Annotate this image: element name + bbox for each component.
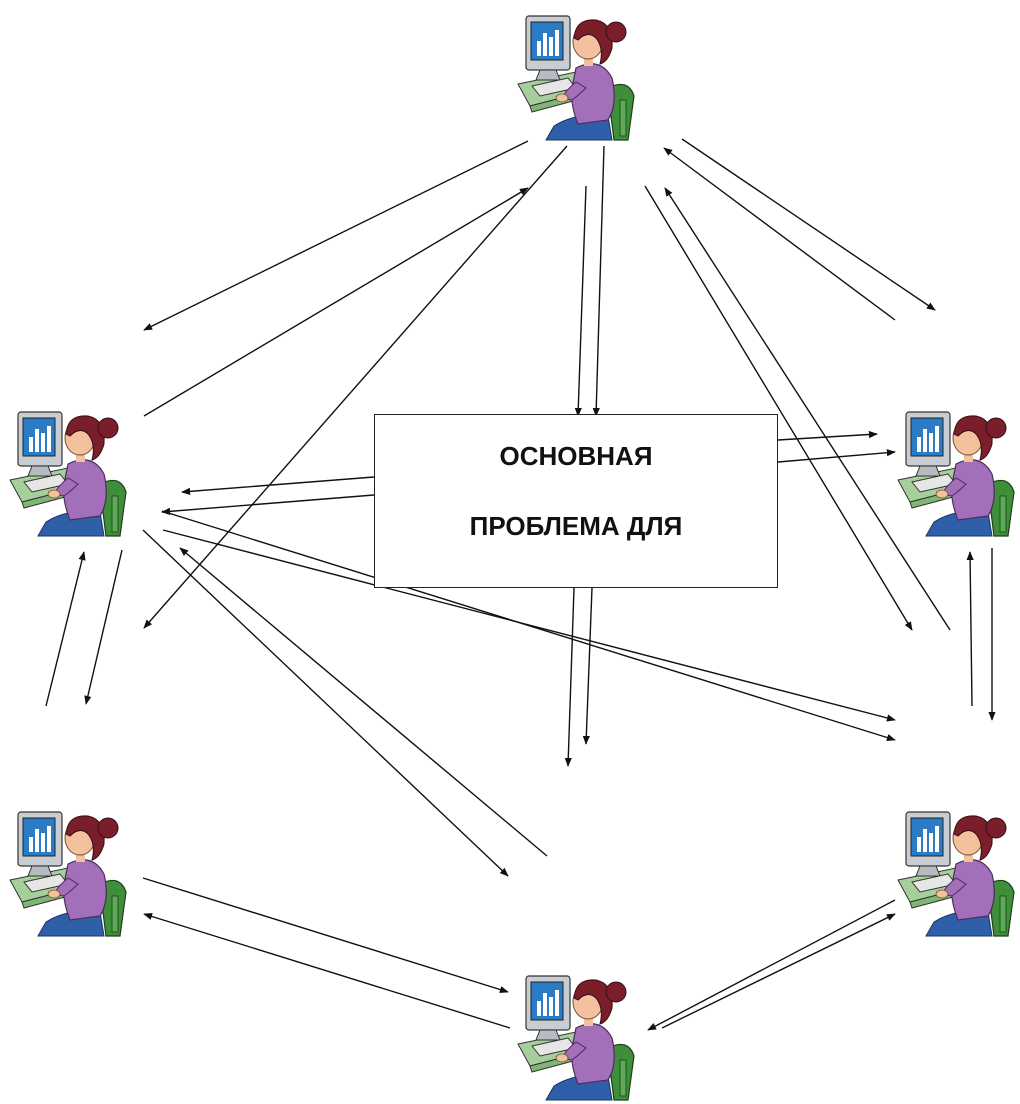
arrow-14 xyxy=(564,587,575,767)
arrow-21 xyxy=(84,549,123,705)
arrow-9 xyxy=(664,187,951,631)
arrow-13 xyxy=(161,494,375,515)
central-box-line-2: ПРОБЛЕМА ДЛЯ xyxy=(469,511,683,541)
central-box-line-1: ОСНОВНАЯ xyxy=(499,441,653,471)
arrow-15 xyxy=(582,587,593,745)
person-top xyxy=(516,8,640,142)
arrow-24 xyxy=(142,877,509,994)
arrow-1 xyxy=(143,140,529,331)
arrow-22 xyxy=(966,551,974,707)
arrow-8 xyxy=(644,185,913,631)
person-at-computer-icon xyxy=(516,968,640,1104)
arrow-18 xyxy=(142,529,509,877)
arrow-20 xyxy=(45,551,86,707)
arrow-4 xyxy=(574,185,587,417)
arrow-12 xyxy=(181,476,375,495)
arrow-17 xyxy=(161,510,896,742)
arrow-25 xyxy=(143,912,511,1029)
central-problem-box: ОСНОВНАЯ ПРОБЛЕМА ДЛЯ xyxy=(374,414,778,588)
arrow-10 xyxy=(777,430,878,441)
person-bottom-right xyxy=(896,804,1020,938)
arrow-7 xyxy=(663,147,896,321)
arrow-3 xyxy=(143,145,568,629)
person-bottom xyxy=(516,968,640,1102)
arrow-11 xyxy=(777,449,896,463)
person-at-computer-icon xyxy=(8,404,132,543)
person-left xyxy=(8,404,132,538)
person-at-computer-icon xyxy=(896,404,1020,543)
person-at-computer-icon xyxy=(8,804,132,943)
arrow-6 xyxy=(681,138,936,311)
arrow-2 xyxy=(143,187,529,417)
arrow-5 xyxy=(592,145,605,417)
person-bottom-left xyxy=(8,804,132,938)
arrow-26 xyxy=(647,899,896,1031)
person-at-computer-icon xyxy=(896,804,1020,943)
person-right xyxy=(896,404,1020,538)
arrow-19 xyxy=(179,547,548,857)
arrow-27 xyxy=(661,913,896,1029)
person-at-computer-icon xyxy=(516,8,640,147)
